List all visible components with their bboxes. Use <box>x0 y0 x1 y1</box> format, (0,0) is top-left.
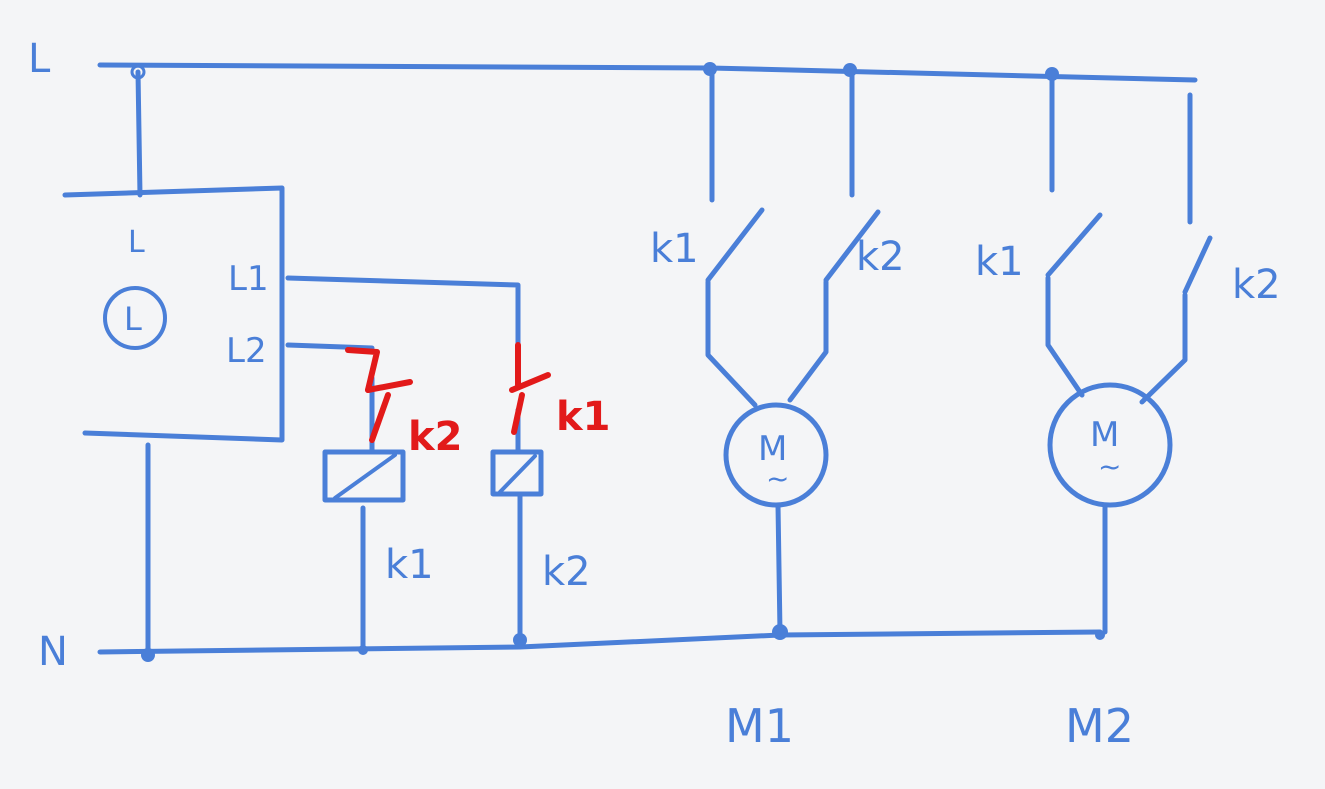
m2-k2-contact-label: k2 <box>1232 262 1281 308</box>
coil-k2-label: k2 <box>542 549 591 595</box>
m1-k2-contact-label: k2 <box>856 234 905 280</box>
m2-k1-contact-label: k1 <box>975 239 1024 285</box>
box-l1-label: L1 <box>228 259 269 299</box>
motor2-label: M2 <box>1065 699 1134 753</box>
clock-symbol-label: L <box>124 300 142 338</box>
rail-l <box>97 62 1198 83</box>
motor1-tilde: ~ <box>766 462 789 495</box>
motor2-branch <box>1045 71 1213 635</box>
interlock-k2-label: k2 <box>408 414 462 460</box>
rail-n <box>97 624 1105 662</box>
rail-l-label: L <box>28 36 51 82</box>
motor1-symbol: M <box>758 429 787 469</box>
interlock-contact-k1 <box>509 342 551 435</box>
rail-n-label: N <box>38 629 68 675</box>
interlock-contact-k2 <box>345 347 413 443</box>
motor2-symbol: M <box>1090 415 1119 455</box>
box-l2-label: L2 <box>226 331 267 371</box>
coil-k1-label: k1 <box>385 542 434 588</box>
coil-k2 <box>490 449 544 497</box>
interlock-k1-label: k1 <box>556 394 610 440</box>
motor1-label: M1 <box>725 699 794 753</box>
box-l-label: L <box>128 225 145 260</box>
motor1-branch <box>705 66 881 635</box>
timer-box <box>62 69 285 658</box>
motor2-tilde: ~ <box>1098 450 1121 483</box>
coil-k1 <box>322 449 406 503</box>
m1-k1-contact-label: k1 <box>650 226 699 272</box>
